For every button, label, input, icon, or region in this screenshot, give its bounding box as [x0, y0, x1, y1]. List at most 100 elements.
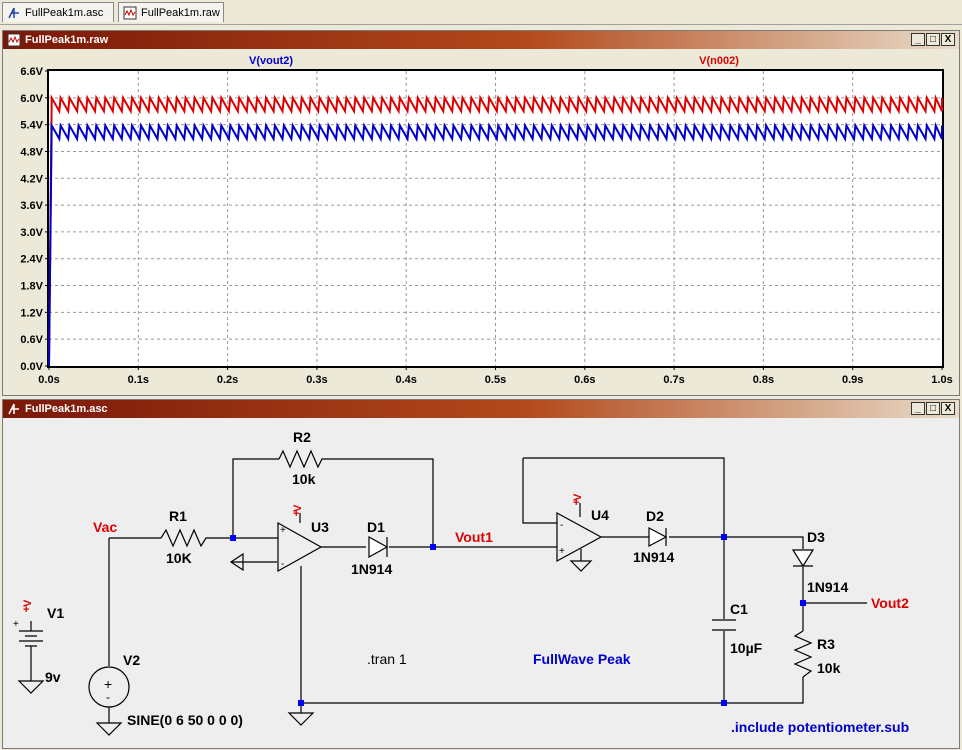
y-axis-ticks: 0.0V0.6V1.2V1.8V2.4V3.0V3.6V4.2V4.8V5.4V… — [20, 66, 49, 373]
net-label-vac[interactable]: Vac — [93, 519, 117, 535]
diode-d3[interactable] — [791, 549, 815, 568]
diode-d1[interactable] — [368, 535, 389, 559]
r2-ref: R2 — [293, 429, 311, 445]
x-tick-label: 0.2s — [217, 374, 238, 386]
tab-label: FullPeak1m.asc — [25, 7, 104, 19]
legend-vout2[interactable]: V(vout2) — [249, 55, 293, 67]
include-directive[interactable]: .include potentiometer.sub — [731, 719, 909, 735]
schematic-canvas[interactable]: + - + V + V + V + - - + + R1 10K R2 10k … — [3, 418, 959, 748]
wire — [232, 458, 279, 538]
opamp-u3[interactable] — [277, 521, 323, 573]
x-tick-label: 0.5s — [485, 374, 506, 386]
net-label-vout2[interactable]: Vout2 — [871, 595, 909, 611]
supply-plus-label: + — [23, 604, 29, 616]
window-title: FullPeak1m.asc — [25, 403, 108, 415]
resistor-r1[interactable] — [160, 528, 211, 548]
c1-value: 10µF — [730, 640, 763, 656]
plot-grid — [49, 71, 942, 366]
supply-v-label: V — [292, 504, 304, 512]
y-tick-label: 2.4V — [20, 254, 43, 266]
battery-plus: + — [13, 619, 19, 630]
d1-value: 1N914 — [351, 561, 392, 577]
pin-minus: - — [281, 559, 284, 570]
y-tick-label: 4.2V — [20, 173, 43, 185]
supply-plus-label: + — [293, 508, 299, 520]
r1-ref: R1 — [169, 508, 187, 524]
schematic-window-titlebar[interactable]: FullPeak1m.asc _□X — [3, 400, 959, 418]
x-tick-label: 0.3s — [306, 374, 327, 386]
close-button[interactable]: X — [941, 33, 955, 46]
tab-schematic[interactable]: FullPeak1m.asc — [2, 2, 114, 22]
resistor-r3[interactable] — [793, 630, 813, 678]
d1-ref: D1 — [367, 519, 385, 535]
junction-dot — [800, 600, 806, 606]
v1-value: 9v — [45, 669, 61, 685]
source-polarity-minus: - — [106, 690, 110, 704]
y-tick-label: 3.6V — [20, 200, 43, 212]
supply-v-label: V — [22, 599, 34, 607]
x-tick-label: 0.6s — [574, 374, 595, 386]
y-tick-label: 0.6V — [20, 334, 43, 346]
junction-dot — [721, 534, 727, 540]
window-title: FullPeak1m.raw — [25, 34, 109, 46]
d2-value: 1N914 — [633, 549, 674, 565]
schematic-icon — [8, 403, 19, 415]
tab-waveform[interactable]: FullPeak1m.raw — [118, 2, 224, 22]
waveform-icon — [7, 33, 21, 47]
u3-ref: U3 — [311, 519, 329, 535]
schematic-window: FullPeak1m.asc _□X — [2, 399, 960, 749]
minimize-button[interactable]: _ — [911, 402, 925, 415]
junction-dot — [298, 700, 304, 706]
diode-d2[interactable] — [648, 527, 668, 547]
junction-dot — [721, 700, 727, 706]
net-label-vout1[interactable]: Vout1 — [455, 529, 493, 545]
x-tick-label: 0.0s — [38, 374, 59, 386]
u4-ref: U4 — [591, 507, 609, 523]
y-tick-label: 6.6V — [20, 66, 43, 78]
waveform-plot[interactable]: 0.0V0.6V1.2V1.8V2.4V3.0V3.6V4.2V4.8V5.4V… — [3, 49, 959, 395]
opamp-u4[interactable] — [556, 511, 603, 563]
tran-directive[interactable]: .tran 1 — [367, 651, 407, 667]
ground-icon — [17, 680, 45, 694]
y-tick-label: 1.8V — [20, 281, 43, 293]
ground-icon — [229, 552, 244, 572]
y-tick-label: 3.0V — [20, 227, 43, 239]
pin-plus: + — [559, 546, 565, 557]
r1-value: 10K — [166, 550, 192, 566]
junction-dot — [430, 544, 436, 550]
source-polarity-plus: + — [104, 676, 112, 692]
ground-icon — [95, 722, 123, 736]
x-tick-label: 0.7s — [663, 374, 684, 386]
waveform-window-titlebar[interactable]: FullPeak1m.raw _□X — [3, 31, 959, 49]
pin-minus: - — [560, 520, 563, 531]
tab-label: FullPeak1m.raw — [141, 7, 220, 19]
wire — [669, 536, 804, 549]
document-tab-bar: FullPeak1m.asc FullPeak1m.raw — [0, 0, 962, 25]
v2-value: SINE(0 6 50 0 0 0) — [127, 712, 243, 728]
schematic-icon — [8, 7, 19, 19]
comment-text[interactable]: FullWave Peak — [533, 651, 631, 667]
minimize-button[interactable]: _ — [911, 33, 925, 46]
d3-value: 1N914 — [807, 579, 848, 595]
resistor-r2[interactable] — [278, 449, 327, 469]
maximize-button[interactable]: □ — [926, 402, 940, 415]
x-tick-label: 1.0s — [931, 374, 952, 386]
capacitor-c1[interactable] — [712, 619, 736, 631]
r2-value: 10k — [292, 471, 316, 487]
r3-value: 10k — [817, 660, 841, 676]
y-tick-label: 5.4V — [20, 120, 43, 132]
series-line-vn002 — [48, 94, 943, 367]
x-tick-label: 0.9s — [842, 374, 863, 386]
wire — [327, 458, 434, 547]
x-tick-label: 0.8s — [753, 374, 774, 386]
r3-ref: R3 — [817, 636, 835, 652]
close-button[interactable]: X — [941, 402, 955, 415]
junctions — [230, 534, 806, 706]
wire — [523, 457, 725, 537]
pin-plus: + — [280, 525, 286, 536]
legend-vn002[interactable]: V(n002) — [699, 55, 739, 67]
maximize-button[interactable]: □ — [926, 33, 940, 46]
supply-plus-label: + — [573, 497, 579, 509]
v1-ref: V1 — [47, 605, 64, 621]
battery-v1[interactable] — [19, 621, 43, 681]
